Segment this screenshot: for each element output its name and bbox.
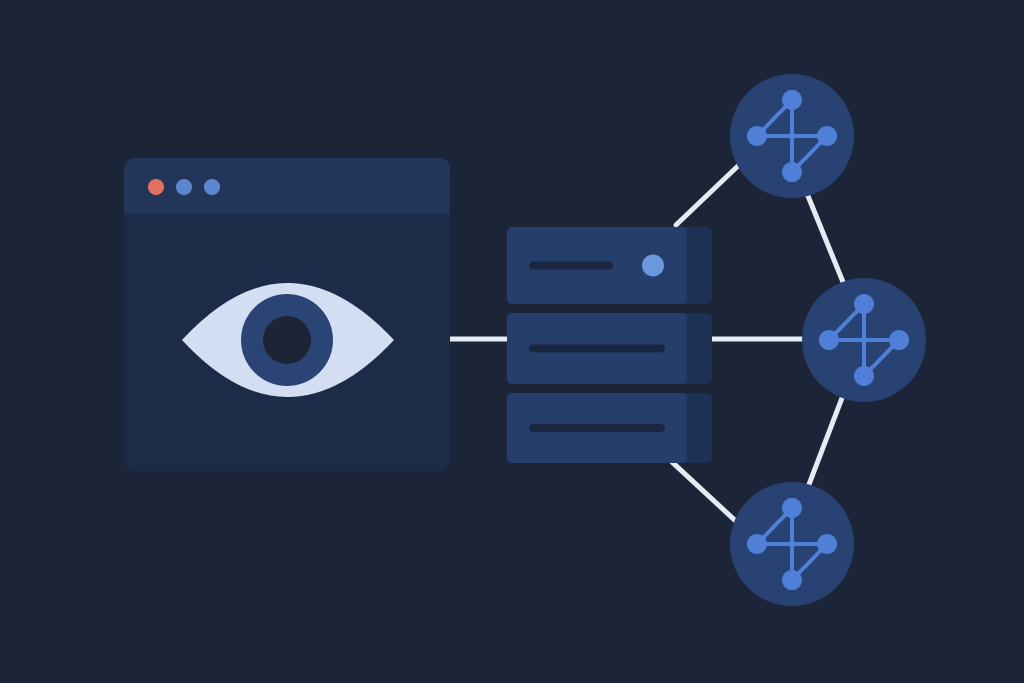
network-graph-vertex <box>782 570 802 590</box>
network-graph-icon <box>730 482 854 606</box>
server-slot <box>529 424 665 432</box>
network-graph-vertex <box>782 162 802 182</box>
connector-node-top-node-middle <box>805 193 846 285</box>
network-graph-vertex <box>782 498 802 518</box>
connectors <box>447 161 846 528</box>
network-nodes <box>730 74 926 606</box>
network-graph-icon <box>802 278 926 402</box>
network-graph-vertex <box>782 90 802 110</box>
window-maximize-dot <box>204 179 220 195</box>
server-slot <box>529 344 665 353</box>
network-graph-icon <box>730 74 854 198</box>
eye-icon <box>182 283 394 397</box>
server-unit <box>507 393 712 463</box>
connector-server-node-top <box>673 161 743 228</box>
server-status-light <box>642 254 664 277</box>
window-titlebar <box>124 158 450 214</box>
eye-pupil <box>263 316 311 364</box>
network-graph-vertex <box>819 330 839 350</box>
network-graph-vertex <box>747 126 767 146</box>
network-graph-vertex <box>854 294 874 314</box>
window-minimize-dot <box>176 179 192 195</box>
network-graph-vertex <box>817 534 837 554</box>
server-unit <box>507 227 712 304</box>
network-graph-vertex <box>747 534 767 554</box>
network-graph-vertex <box>854 366 874 386</box>
network-graph-vertex <box>889 330 909 350</box>
server-unit <box>507 313 712 384</box>
connector-server-node-bottom <box>669 459 743 528</box>
server-slot <box>529 261 613 270</box>
server-rack-icon <box>507 227 712 463</box>
connector-node-middle-node-bottom <box>805 395 845 490</box>
network-graph-vertex <box>817 126 837 146</box>
browser-window-icon <box>124 158 450 471</box>
window-close-dot <box>148 179 164 195</box>
